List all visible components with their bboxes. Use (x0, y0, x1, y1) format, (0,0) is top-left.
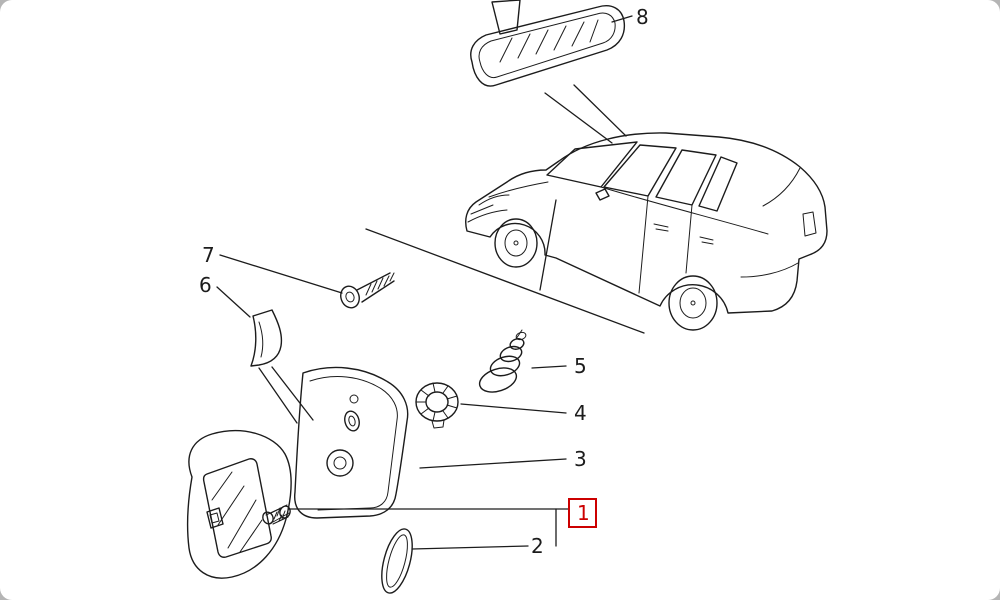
mirror-glass (202, 458, 272, 558)
rear-door-window (655, 149, 717, 206)
grommet-inner (425, 391, 449, 413)
windshield (546, 141, 638, 188)
base-outline (294, 366, 409, 519)
rear-door-handle (699, 236, 714, 245)
leader-line-6 (216, 286, 251, 318)
grommet-tab (431, 419, 445, 429)
door-mirror-on-car (595, 188, 610, 201)
part-label-4: 4 (574, 401, 587, 425)
car-mirror-location-line (539, 199, 557, 291)
rear-wheel-rim (679, 287, 707, 319)
front-door-cut (638, 195, 649, 294)
part-label-6: 6 (199, 273, 212, 297)
part-label-1: 1 (577, 501, 590, 525)
part-label-2: 2 (531, 534, 544, 558)
mirror-housing (186, 430, 292, 579)
assembly-screw (262, 504, 290, 525)
grille-line (470, 204, 494, 215)
base-round-boss (326, 449, 354, 477)
hood-crease (488, 181, 549, 198)
bracket-mount-line-1 (258, 367, 298, 424)
glass-clip (206, 507, 224, 529)
bracket-part-6 (250, 309, 314, 424)
parts-group-leader-line (365, 228, 645, 334)
base-round-boss-inner (333, 456, 347, 470)
screw-shaft (356, 272, 395, 303)
base-oval-hole-inner (348, 415, 356, 427)
base-inner-line (309, 376, 398, 511)
part-label-7: 7 (202, 243, 215, 267)
beltline-crease (600, 186, 769, 235)
highlight-box-part-1 (568, 498, 597, 528)
screw-head (340, 285, 360, 309)
front-bumper-line (467, 209, 508, 223)
bracket-mount-line-2 (271, 366, 314, 421)
grommet-part-4 (415, 382, 459, 429)
door-mirror-assembly-drawing (186, 430, 292, 579)
boot-tip-line (515, 329, 523, 340)
bracket-outline (250, 309, 283, 367)
mirror-glass-hatching-2 (211, 471, 263, 553)
glass-oval-outline (381, 528, 413, 594)
part-label-3: 3 (574, 447, 587, 471)
screw-head-recess (345, 291, 355, 303)
front-wheel (494, 218, 538, 268)
headlight-line (478, 194, 510, 206)
mirror-housing-outline (470, 5, 626, 87)
boot-upper (499, 345, 523, 363)
glass-oval-inner (386, 534, 408, 588)
glass-clip-inner (209, 512, 220, 524)
base-oval-hole (344, 410, 360, 432)
mirror-attachment-line-1 (544, 92, 613, 144)
mirror-glass-part-2 (381, 528, 413, 594)
front-door-handle (653, 223, 669, 232)
boot-mid (489, 355, 521, 377)
rear-door-cut (685, 204, 693, 274)
leader-line-3 (419, 458, 567, 469)
mirror-glass-hatching (499, 19, 599, 63)
screw-threads (365, 272, 395, 296)
mirror-glass-outline (478, 12, 616, 79)
leader-line-7 (219, 254, 343, 294)
leader-line-2 (411, 545, 529, 550)
part-label-5: 5 (574, 354, 587, 378)
car-body-outline (465, 132, 828, 314)
base-lower-screw (265, 505, 291, 525)
quarter-window (698, 156, 738, 212)
front-door-window (603, 144, 677, 197)
front-wheel-hub (513, 240, 519, 246)
bracket-inner-line (258, 321, 264, 358)
screw-part-7 (340, 272, 395, 309)
rear-bumper-line (740, 262, 799, 278)
boot-part-5 (478, 329, 527, 393)
leader-line-8 (611, 15, 633, 23)
boot-base (478, 367, 518, 393)
car-sketch (465, 132, 828, 331)
mirror-base-part-3 (265, 366, 409, 525)
leader-line-5 (531, 365, 567, 369)
part-label-8: 8 (636, 5, 649, 29)
leader-line-4 (460, 403, 567, 414)
rear-wheel (668, 275, 718, 331)
taillight (802, 211, 817, 237)
mirror-stem (491, 0, 521, 35)
interior-rearview-mirror-drawing (470, 0, 627, 144)
rear-wheel-hub (690, 300, 696, 306)
boot-neck (509, 338, 525, 350)
hatch-pillar-line (762, 167, 801, 207)
grommet-hatching (415, 382, 458, 422)
base-stud (349, 394, 359, 404)
front-wheel-rim (504, 229, 528, 257)
mirror-attachment-line-2 (573, 84, 627, 137)
